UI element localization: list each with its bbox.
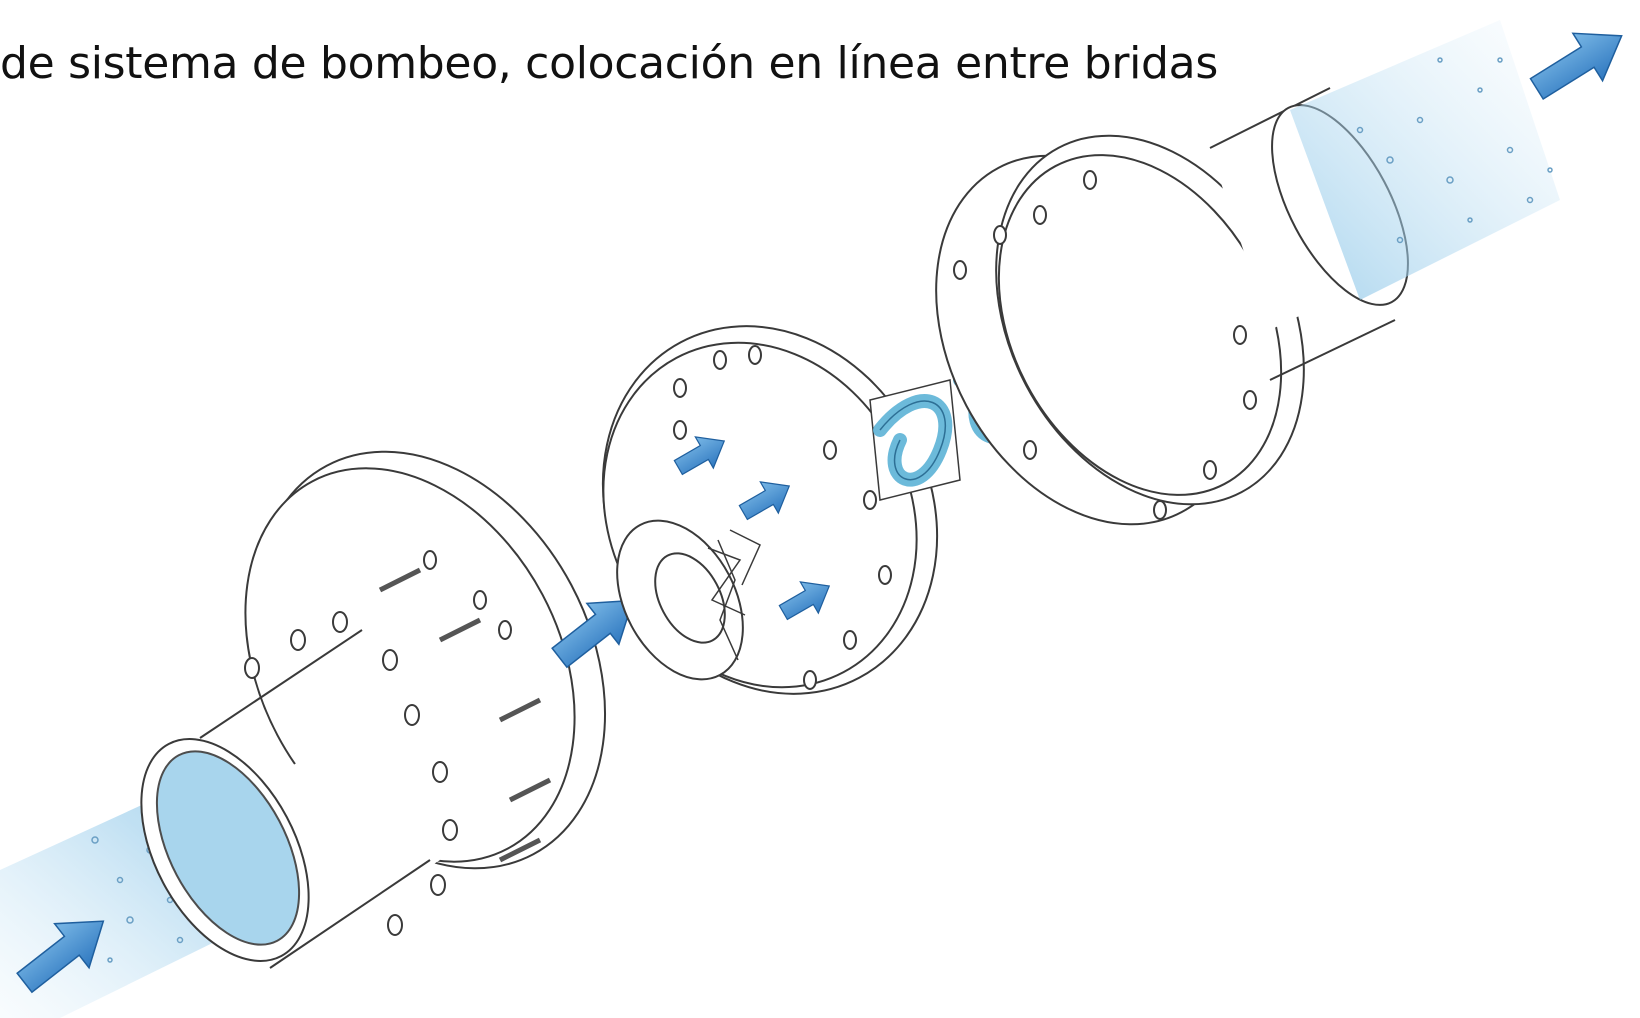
outlet-arrow-icon [1529,32,1623,101]
slide-title: de sistema de bombeo, colocación en líne… [0,38,1218,89]
outlet-flow [1290,20,1560,300]
inlet-arrow-icon [16,920,105,994]
flow-arrow-icon [673,436,831,621]
outlet-housing [935,87,1409,526]
flow-arrow-icon [551,599,634,669]
central-mixer-element [601,325,939,695]
inlet-housing [140,450,607,970]
